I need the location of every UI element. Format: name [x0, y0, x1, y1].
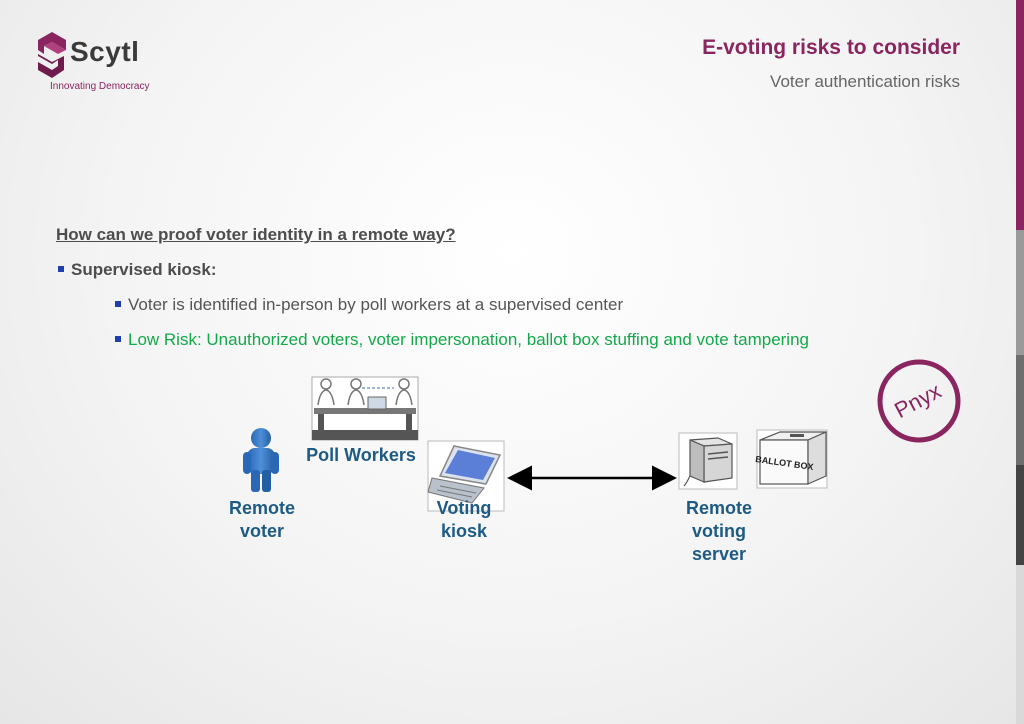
label-line: Remote [228, 498, 295, 518]
bullet-text: Voter is identified in-person by poll wo… [128, 295, 624, 314]
remote-server-label: Remote voting server [664, 497, 774, 566]
slide-edge-bar [1016, 0, 1024, 724]
label-line: Voting [436, 498, 492, 518]
bullet-supervised-kiosk: Supervised kiosk: [58, 260, 217, 280]
bullet-text: Supervised kiosk: [71, 260, 217, 279]
remote-voter-label: Remote voter [212, 497, 312, 543]
bullet-marker-icon [115, 300, 121, 307]
label-line: kiosk [440, 521, 488, 541]
pnyx-stamp-icon: Pnyx [877, 359, 961, 443]
bullet-marker-icon [58, 265, 64, 272]
bullet-identified-in-person: Voter is identified in-person by poll wo… [115, 295, 623, 315]
bullet-text: Low Risk: Unauthorized voters, voter imp… [128, 330, 809, 349]
slide-title: E-voting risks to consider [702, 36, 960, 59]
poll-workers-label: Poll Workers [306, 445, 416, 465]
ballot-box-icon: BALLOT BOX [755, 429, 828, 489]
poll-workers-icon [311, 376, 419, 441]
slide-subtitle: Voter authentication risks [770, 72, 960, 91]
bullet-marker-icon [115, 335, 121, 342]
logo-tagline: Innovating Democracy [50, 81, 150, 92]
logo-wordmark: Scytl [70, 36, 140, 67]
voting-kiosk-label: Voting kiosk [418, 497, 510, 543]
pnyx-stamp-text: Pnyx [890, 378, 945, 423]
voter-person-icon [243, 428, 279, 492]
server-computer-icon [678, 432, 738, 490]
label-line: voting [692, 521, 746, 541]
label-line: voter [239, 521, 284, 541]
bullet-low-risk: Low Risk: Unauthorized voters, voter imp… [115, 330, 809, 350]
section-question: How can we proof voter identity in a rem… [56, 225, 456, 244]
scytl-logo-icon [38, 32, 66, 78]
label-line: Remote [685, 498, 752, 518]
label-line: server [691, 544, 747, 564]
laptop-kiosk-icon [427, 440, 505, 512]
